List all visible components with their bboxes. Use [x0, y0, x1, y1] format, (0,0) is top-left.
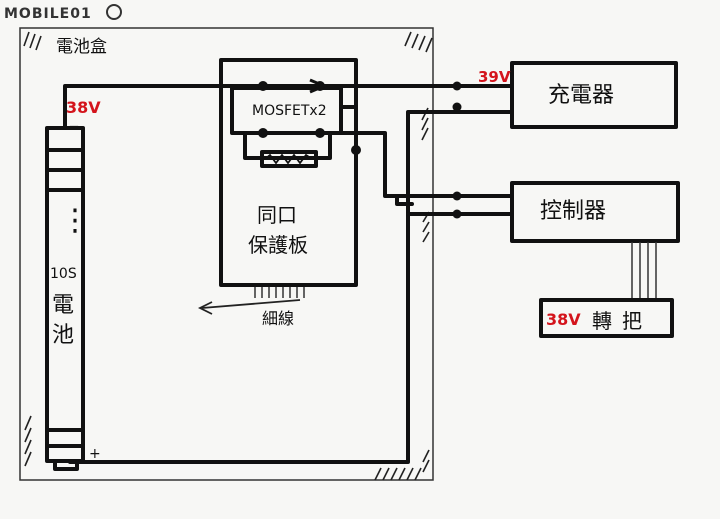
charger-voltage-label: 39V [478, 68, 511, 86]
throttle-cable [631, 242, 657, 300]
resistor-body [260, 150, 318, 168]
protection-board-label-line2: 保護板 [248, 233, 308, 257]
throttle-box [539, 298, 674, 338]
charger-label: 充電器 [548, 83, 614, 108]
charger-box [510, 61, 678, 129]
watermark: MOBILE01 [4, 6, 92, 22]
wires [63, 84, 514, 464]
battery-label-char-2: 池 [52, 323, 74, 348]
resistor-loop [243, 133, 332, 160]
battery-voltage-label: 38V [66, 98, 101, 117]
battery-label: 電 池 [52, 293, 81, 348]
thin-wire-bundle [254, 287, 305, 298]
enclosure-hatching [23, 31, 433, 481]
watermark-logo-icon [106, 4, 122, 20]
mosfet-arrow-icon [309, 78, 328, 94]
battery-cell-dots: ⋮ [60, 203, 90, 238]
protection-board-label-line1: 同口 [257, 203, 297, 227]
thin-wire-arrow-icon [201, 299, 301, 309]
battery-negative-mark: _ [69, 108, 79, 128]
battery-cell-count-label: 10S [50, 266, 77, 282]
battery-label-char-1: 電 [52, 293, 74, 318]
resistor-zigzag [264, 153, 313, 165]
battery-positive-mark: + [89, 446, 101, 462]
enclosure-label: 電池盒 [56, 37, 107, 57]
throttle-voltage-label: 38V [546, 310, 581, 329]
mosfet-label: MOSFETx2 [252, 103, 327, 119]
protection-board [219, 58, 358, 287]
thin-wire-label: 細線 [262, 309, 294, 328]
controller-label: 控制器 [540, 199, 606, 224]
connectors [258, 81, 462, 219]
thin-wire-arrowhead-icon [197, 301, 213, 315]
throttle-label: 轉把 [592, 309, 652, 333]
battery-box-outline [19, 27, 434, 481]
controller-box [510, 181, 680, 243]
